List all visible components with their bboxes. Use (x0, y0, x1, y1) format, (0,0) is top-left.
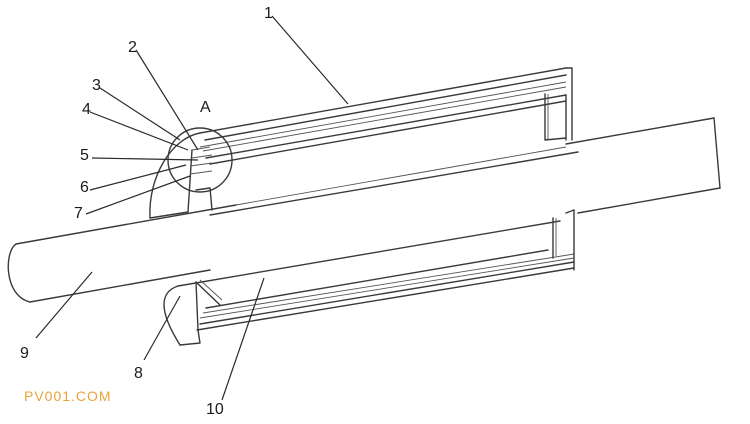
label-7: 7 (74, 205, 83, 222)
watermark: PV001.COM (24, 388, 112, 404)
label-3: 3 (92, 77, 101, 94)
label-8: 8 (134, 365, 143, 382)
label-9: 9 (20, 345, 29, 362)
label-6: 6 (80, 179, 89, 196)
shaft (7, 117, 721, 303)
left-end-assembly (149, 132, 223, 346)
sleeve-body (177, 67, 575, 331)
label-a: A (200, 99, 211, 116)
leader-lines (35, 15, 349, 401)
label-1: 1 (264, 5, 273, 22)
label-4: 4 (82, 101, 91, 118)
label-2: 2 (128, 39, 137, 56)
label-10: 10 (206, 401, 224, 418)
label-5: 5 (80, 147, 89, 164)
